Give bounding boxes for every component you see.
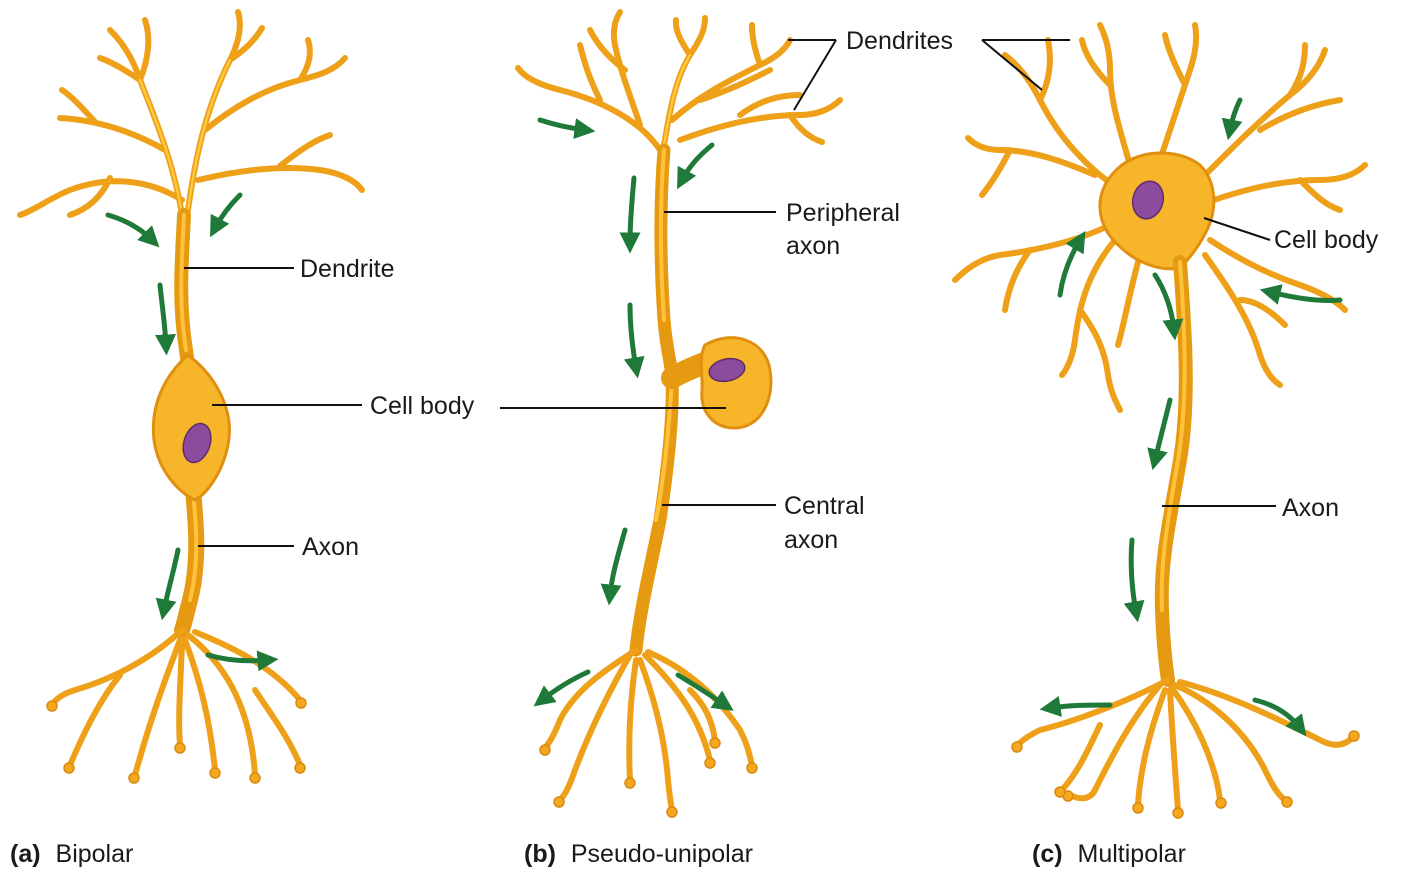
central-axon-trunk [636,375,672,650]
bipolar-dendrite-branches [20,12,362,215]
bipolar-dendrite-label: Dendrite [300,255,395,283]
multipolar-neuron: Cell body Axon (c) Multipolar [955,25,1379,868]
pseudo-unipolar-axon-terminals [545,650,752,810]
bipolar-neuron: Dendrite Cell body Axon (a) Bipolar [10,12,475,868]
multipolar-axon-label: Axon [1282,494,1339,522]
pseudo-unipolar-caption: (b) Pseudo-unipolar [524,840,753,868]
bipolar-axon-terminals [52,630,300,775]
multipolar-terminal-bulbs [1012,731,1359,818]
pseudo-unipolar-neuron: Dendrites Peripheral axon Central axon (… [500,12,953,868]
multipolar-caption: (c) Multipolar [1032,840,1186,868]
multipolar-cell-body-leader [1204,218,1270,240]
multipolar-caption-tag: (c) [1032,840,1063,868]
pseudo-unipolar-cell-body [701,338,771,428]
bipolar-caption: (a) Bipolar [10,840,133,868]
dendrites-label: Dendrites [846,27,953,55]
peripheral-axon-label-line1: Peripheral [786,199,900,227]
cell-body-label: Cell body [370,392,475,420]
bipolar-caption-text: Bipolar [56,840,134,868]
pseudo-unipolar-caption-text: Pseudo-unipolar [571,840,753,868]
bipolar-axon-label: Axon [302,533,359,561]
pseudo-unipolar-caption-tag: (b) [524,840,556,868]
multipolar-caption-text: Multipolar [1078,840,1186,868]
central-axon-label-line1: Central [784,492,865,520]
peripheral-axon-label-line2: axon [786,232,840,260]
multipolar-cell-body-label: Cell body [1274,226,1379,254]
pseudo-unipolar-signal-arrows [540,120,725,705]
dendrites-leaders [788,40,836,110]
central-axon-label-line2: axon [784,526,838,554]
multipolar-dendrites-leaders [982,40,1070,90]
bipolar-caption-tag: (a) [10,840,41,868]
